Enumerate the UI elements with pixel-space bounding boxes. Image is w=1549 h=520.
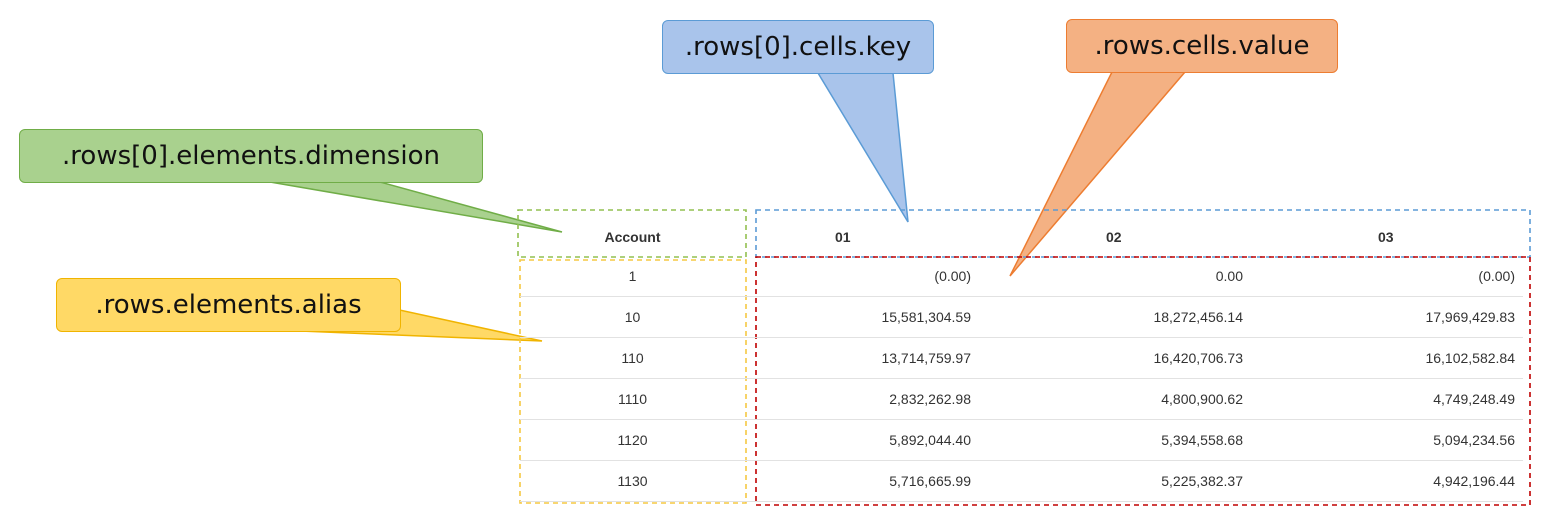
value-outline bbox=[755, 256, 1531, 506]
value-cell: 5,094,234.56 bbox=[1433, 432, 1515, 448]
value-cell: 2,832,262.98 bbox=[889, 391, 971, 407]
value-cell: 16,102,582.84 bbox=[1425, 350, 1515, 366]
account-cell: 1130 bbox=[617, 473, 648, 489]
account-cell: 1120 bbox=[617, 432, 648, 448]
value-cell: 0.00 bbox=[1215, 268, 1243, 284]
account-cell: 10 bbox=[624, 309, 641, 325]
value-cell: 17,969,429.83 bbox=[1425, 309, 1515, 325]
table-row: 1130 5,716,665.99 5,225,382.37 4,942,196… bbox=[520, 461, 1523, 502]
dimension-outline bbox=[517, 209, 747, 258]
elements-dimension-callout: .rows[0].elements.dimension bbox=[19, 129, 483, 183]
value-cell: 16,420,706.73 bbox=[1153, 350, 1243, 366]
alias-outline bbox=[519, 259, 747, 504]
elements-dimension-callout-label: .rows[0].elements.dimension bbox=[62, 141, 440, 171]
value-cell: 5,394,558.68 bbox=[1161, 432, 1243, 448]
elements-alias-callout-label: .rows.elements.alias bbox=[95, 290, 362, 320]
data-table: Account 01 02 03 1 (0.00) 0.00 (0.00) 10… bbox=[520, 217, 1523, 502]
table-row: 1 (0.00) 0.00 (0.00) bbox=[520, 256, 1523, 297]
period-column-header[interactable]: 01 bbox=[835, 228, 851, 245]
cells-key-callout: .rows[0].cells.key bbox=[662, 20, 934, 74]
value-cell: (0.00) bbox=[934, 268, 971, 284]
cells-value-callout-label: .rows.cells.value bbox=[1094, 31, 1310, 61]
account-column-header[interactable]: Account bbox=[604, 228, 661, 245]
value-cell: 5,716,665.99 bbox=[889, 473, 971, 489]
account-cell: 1 bbox=[628, 268, 637, 284]
value-cell: 15,581,304.59 bbox=[881, 309, 971, 325]
elements-alias-callout: .rows.elements.alias bbox=[56, 278, 401, 332]
key-callout-pointer bbox=[816, 72, 909, 223]
cells-value-callout: .rows.cells.value bbox=[1066, 19, 1338, 73]
table-row: 1120 5,892,044.40 5,394,558.68 5,094,234… bbox=[520, 420, 1523, 461]
table-row: 10 15,581,304.59 18,272,456.14 17,969,42… bbox=[520, 297, 1523, 338]
account-cell: 110 bbox=[621, 350, 644, 366]
value-cell: 13,714,759.97 bbox=[881, 350, 971, 366]
value-cell: 5,892,044.40 bbox=[889, 432, 971, 448]
cells-key-callout-label: .rows[0].cells.key bbox=[684, 32, 912, 62]
table-header-row: Account 01 02 03 bbox=[520, 217, 1523, 256]
account-cell: 1110 bbox=[617, 391, 648, 407]
table-row: 1110 2,832,262.98 4,800,900.62 4,749,248… bbox=[520, 379, 1523, 420]
table-row: 110 13,714,759.97 16,420,706.73 16,102,5… bbox=[520, 338, 1523, 379]
period-column-header[interactable]: 02 bbox=[1106, 228, 1122, 245]
value-cell: 18,272,456.14 bbox=[1153, 309, 1243, 325]
value-cell: 4,800,900.62 bbox=[1161, 391, 1243, 407]
period-column-header[interactable]: 03 bbox=[1378, 228, 1394, 245]
value-cell: 5,225,382.37 bbox=[1161, 473, 1243, 489]
value-cell: 4,942,196.44 bbox=[1433, 473, 1515, 489]
value-cell: (0.00) bbox=[1478, 268, 1515, 284]
value-cell: 4,749,248.49 bbox=[1433, 391, 1515, 407]
